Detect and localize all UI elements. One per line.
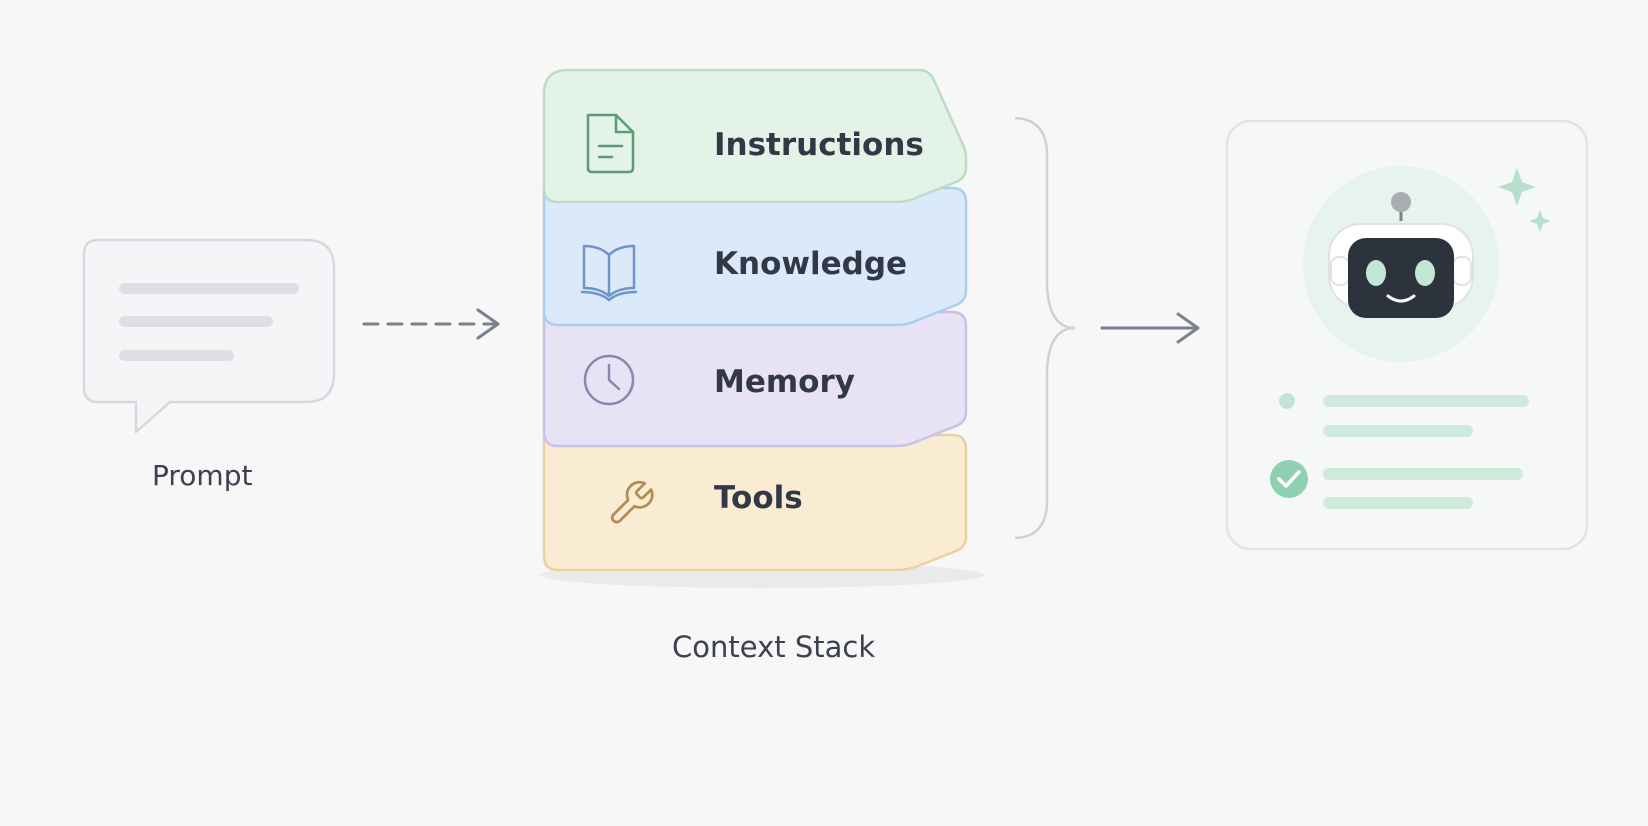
output-card	[1225, 119, 1589, 551]
bullet-dot	[1279, 393, 1295, 409]
result-list	[1270, 393, 1529, 509]
prompt-label: Prompt	[152, 459, 253, 492]
wrench-icon	[610, 480, 654, 524]
layer-label-tools: Tools	[714, 480, 803, 516]
context-stack: Tools Memory Knowledge	[540, 68, 984, 588]
check-circle-icon	[1270, 460, 1308, 498]
result-line	[1323, 395, 1529, 407]
robot-icon	[1303, 166, 1499, 362]
layer-knowledge: Knowledge	[542, 186, 968, 327]
layer-memory: Memory	[542, 310, 968, 448]
bubble-text-line	[119, 283, 299, 294]
arrow-right-icon	[1100, 312, 1200, 344]
book-icon	[580, 244, 638, 302]
layer-label-instructions: Instructions	[714, 127, 924, 163]
layer-label-memory: Memory	[714, 364, 855, 400]
context-stack-label: Context Stack	[672, 630, 876, 664]
curly-brace	[1015, 116, 1075, 540]
clock-icon	[583, 354, 635, 406]
bubble-text-line	[119, 350, 234, 361]
result-line	[1323, 497, 1473, 509]
bubble-text-line	[119, 316, 273, 327]
sparkle-icon	[1498, 168, 1551, 232]
layer-tools: Tools	[542, 433, 968, 572]
prompt-bubble	[82, 238, 336, 434]
result-line	[1323, 468, 1523, 480]
dashed-arrow-icon	[362, 308, 500, 340]
layer-label-knowledge: Knowledge	[714, 246, 907, 282]
document-icon	[586, 113, 635, 174]
result-line	[1323, 425, 1473, 437]
layer-instructions: Instructions	[542, 68, 968, 204]
